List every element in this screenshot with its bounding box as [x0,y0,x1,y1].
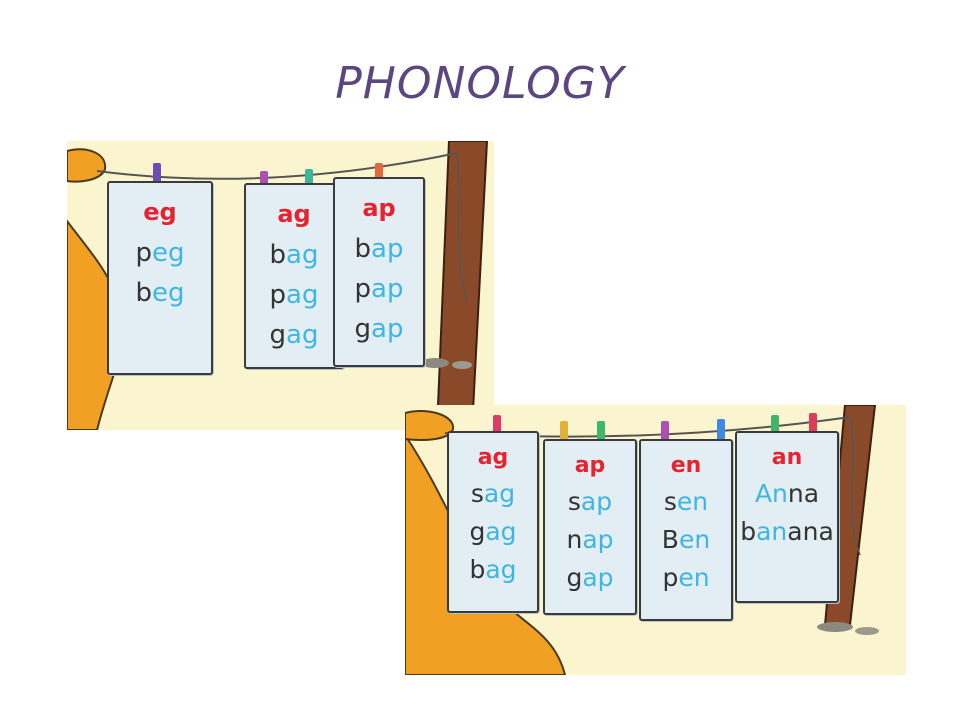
word-onset: s [663,487,677,516]
word-onset: b [269,240,287,270]
washing-rope [96,152,458,180]
word-pattern: en [678,525,711,554]
word-onset: p [269,280,287,310]
word-family-heading: ag [477,445,509,470]
word-pattern: ap [582,563,614,592]
washing-line-scene [67,141,489,430]
word-onset: p [662,563,679,592]
stone-shape [421,358,449,368]
stone-shape [817,622,853,632]
word-item: gap [545,559,635,597]
word-pattern: en [676,487,709,516]
word-item: Anna [737,475,837,513]
word-onset: g [566,563,583,592]
word-onset: s [567,487,581,516]
clothes-peg-icon [717,419,725,445]
word-tail: ana [787,517,834,546]
word-pattern: ag [286,320,319,350]
word-pattern: ap [371,274,404,304]
word-pattern: ap [580,487,613,516]
word-onset: p [354,274,372,304]
word-pattern: en [678,563,710,592]
word-tail: na [787,479,820,508]
word-family-heading: ag [277,200,311,228]
word-item: pap [335,269,423,309]
word-item: sap [545,483,635,521]
word-onset: n [566,525,583,554]
word-item: bag [246,235,342,275]
word-family-heading: eg [143,198,177,226]
word-pattern: An [754,479,788,508]
word-item: bap [335,229,423,269]
word-pattern: ag [485,517,517,546]
word-onset: B [661,525,679,554]
word-family-heading: en [670,453,702,478]
word-pattern: ap [582,525,614,554]
word-pattern: ap [371,314,404,344]
word-item: Ben [641,521,731,559]
word-item: bag [449,551,537,589]
word-item: banana [737,513,837,551]
word-family-heading: an [771,445,803,470]
word-onset: g [354,314,372,344]
word-pattern: eg [152,238,185,268]
word-item: peg [109,233,211,273]
word-pattern: ag [483,479,516,508]
word-item: beg [109,273,211,313]
word-family-heading: ap [574,453,606,478]
word-pattern: ag [286,240,319,270]
word-item: gag [246,315,342,355]
word-pattern: eg [152,278,185,308]
word-item: sag [449,475,537,513]
word-onset: b [354,234,372,264]
word-onset: s [470,479,484,508]
word-onset: b [135,278,152,308]
word-pattern: an [756,517,788,546]
cat-hand-shape [67,148,107,183]
word-onset: g [269,320,287,350]
word-onset: g [469,517,486,546]
cat-hand-shape [405,409,455,441]
word-family-heading: ap [362,194,396,222]
word-pattern: ag [286,280,319,310]
word-pattern: ap [371,234,404,264]
page-title: PHONOLOGY [335,58,625,109]
word-item: sen [641,483,731,521]
wooden-pole [435,141,489,430]
word-item: gap [335,309,423,349]
word-item: gag [449,513,537,551]
word-onset: b [469,555,486,584]
word-pattern: ag [485,555,517,584]
word-onset: b [740,517,757,546]
word-item: pag [246,275,342,315]
word-onset: p [135,238,152,268]
word-item: pen [641,559,731,597]
word-item: nap [545,521,635,559]
